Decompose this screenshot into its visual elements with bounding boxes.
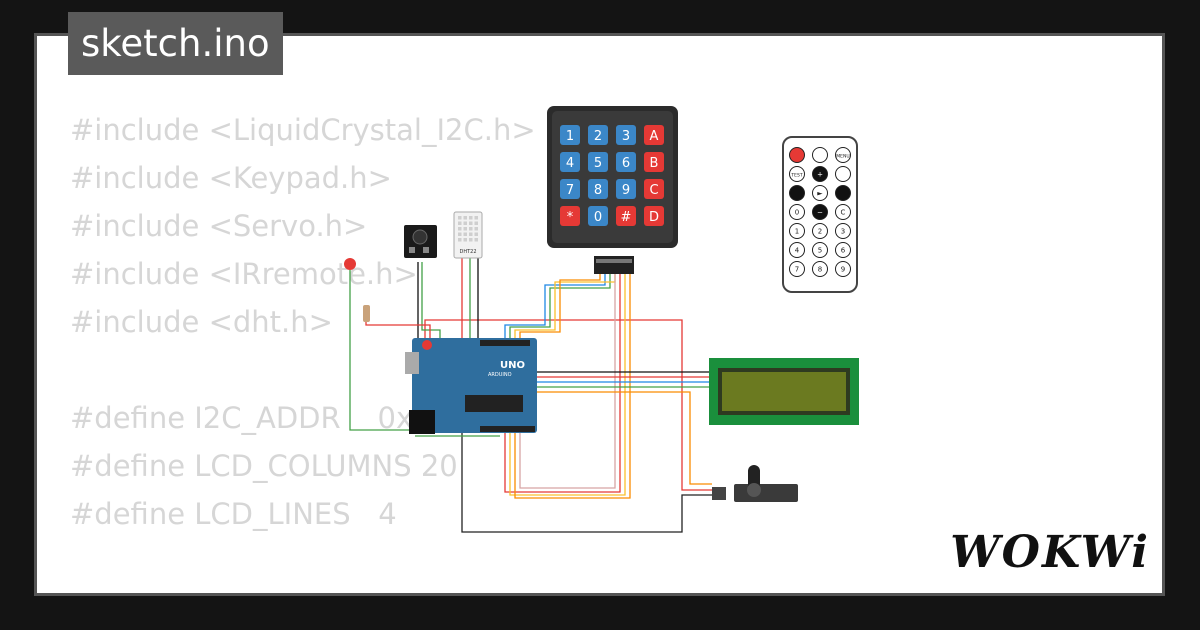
svg-text:#: # [621,210,632,225]
svg-text:A: A [650,129,659,144]
remote-button[interactable]: 9 [835,261,851,277]
arduino-uno-board[interactable]: UNO ARDUINO [405,338,537,434]
remote-button[interactable] [812,147,828,163]
svg-text:3: 3 [622,129,630,144]
svg-text:8: 8 [594,183,602,198]
svg-text:2: 2 [594,129,602,144]
resistor [363,305,370,322]
keypad-key[interactable]: * [560,206,580,226]
keypad-key[interactable]: 7 [560,179,580,199]
remote-button[interactable]: 5 [812,242,828,258]
remote-button[interactable]: 4 [789,242,805,258]
remote-button[interactable]: 6 [835,242,851,258]
remote-button[interactable]: 1 [789,223,805,239]
card-content: #include <LiquidCrystal_I2C.h> #include <… [34,33,1165,596]
keypad-key[interactable]: 9 [616,179,636,199]
svg-text:+: + [817,171,823,179]
svg-text:7: 7 [566,183,574,198]
board-brand-label: ARDUINO [488,372,512,378]
remote-button[interactable]: C [835,204,851,220]
remote-button[interactable]: 3 [835,223,851,239]
svg-text:D: D [649,210,659,225]
remote-button[interactable] [789,185,805,201]
remote-button[interactable]: 7 [789,261,805,277]
remote-button[interactable] [835,166,851,182]
svg-text:9: 9 [841,266,845,274]
svg-text:0: 0 [594,210,602,225]
remote-button[interactable] [789,147,805,163]
code-line: #define LCD_LINES 4 [70,497,397,531]
dht22-sensor: DHT22 [453,211,483,259]
svg-text:8: 8 [818,266,822,274]
keypad-key[interactable]: B [644,152,664,172]
remote-button[interactable]: MENU [835,147,851,163]
servo-motor [712,465,798,502]
svg-text:C: C [841,209,846,217]
svg-text:1: 1 [795,228,799,236]
svg-text:1: 1 [566,129,574,144]
svg-text:5: 5 [594,156,602,171]
keypad-key[interactable]: D [644,206,664,226]
code-line: #define LCD_COLUMNS 20 [70,449,458,483]
remote-button[interactable]: ► [812,185,828,201]
svg-text:5: 5 [818,247,822,255]
svg-text:6: 6 [841,247,846,255]
svg-text:C: C [649,183,658,198]
svg-text:4: 4 [795,247,800,255]
ir-remote[interactable]: MENU TEST + ► 0 − C 1 2 3 4 5 6 7 8 9 [782,136,858,293]
svg-text:3: 3 [841,228,845,236]
keypad-key[interactable]: 5 [588,152,608,172]
svg-text:6: 6 [622,156,630,171]
svg-text:►: ► [817,190,823,198]
keypad-key[interactable]: 6 [616,152,636,172]
remote-button[interactable]: 0 [789,204,805,220]
remote-button[interactable]: 2 [812,223,828,239]
code-listing: #include <LiquidCrystal_I2C.h> #include <… [70,106,536,593]
svg-text:*: * [567,210,574,225]
keypad-key[interactable]: 3 [616,125,636,145]
wokwi-logo: WOKWi [950,527,1150,578]
ir-receiver [404,225,437,258]
code-line: #include <Servo.h> [70,209,368,243]
svg-text:7: 7 [795,266,799,274]
lcd-display [709,358,859,425]
code-line: #define I2C_ADDR 0x27 [70,401,451,435]
keypad-key[interactable]: # [616,206,636,226]
remote-button[interactable]: + [812,166,828,182]
svg-text:0: 0 [795,209,799,217]
svg-text:B: B [650,156,659,171]
svg-text:−: − [817,209,823,217]
wires [349,258,712,533]
svg-text:TEST: TEST [790,173,802,179]
svg-text:9: 9 [622,183,630,198]
keypad-key[interactable]: 2 [588,125,608,145]
keypad-key[interactable]: 4 [560,152,580,172]
code-line: #include <Keypad.h> [70,161,392,195]
code-line: #include <LiquidCrystal_I2C.h> [70,113,536,147]
remote-button[interactable]: 8 [812,261,828,277]
keypad-key[interactable]: 8 [588,179,608,199]
board-model-label: UNO [500,360,525,371]
keypad-key[interactable]: 1 [560,125,580,145]
dht-label: DHT22 [459,249,476,255]
remote-button[interactable] [835,185,851,201]
keypad-key[interactable]: 0 [588,206,608,226]
remote-button[interactable]: TEST [789,166,805,182]
code-line: #include <IRremote.h> [70,257,418,291]
red-led [344,258,356,270]
remote-button[interactable]: − [812,204,828,220]
file-tab[interactable]: sketch.ino [68,12,283,75]
svg-text:MENU: MENU [836,154,849,160]
code-line: #include <dht.h> [70,305,333,339]
keypad-4x4[interactable]: 1 2 3 A 4 5 6 B 7 8 9 C * 0 # D [547,106,678,274]
svg-text:2: 2 [818,228,822,236]
svg-text:4: 4 [566,156,574,171]
keypad-key[interactable]: C [644,179,664,199]
keypad-key[interactable]: A [644,125,664,145]
